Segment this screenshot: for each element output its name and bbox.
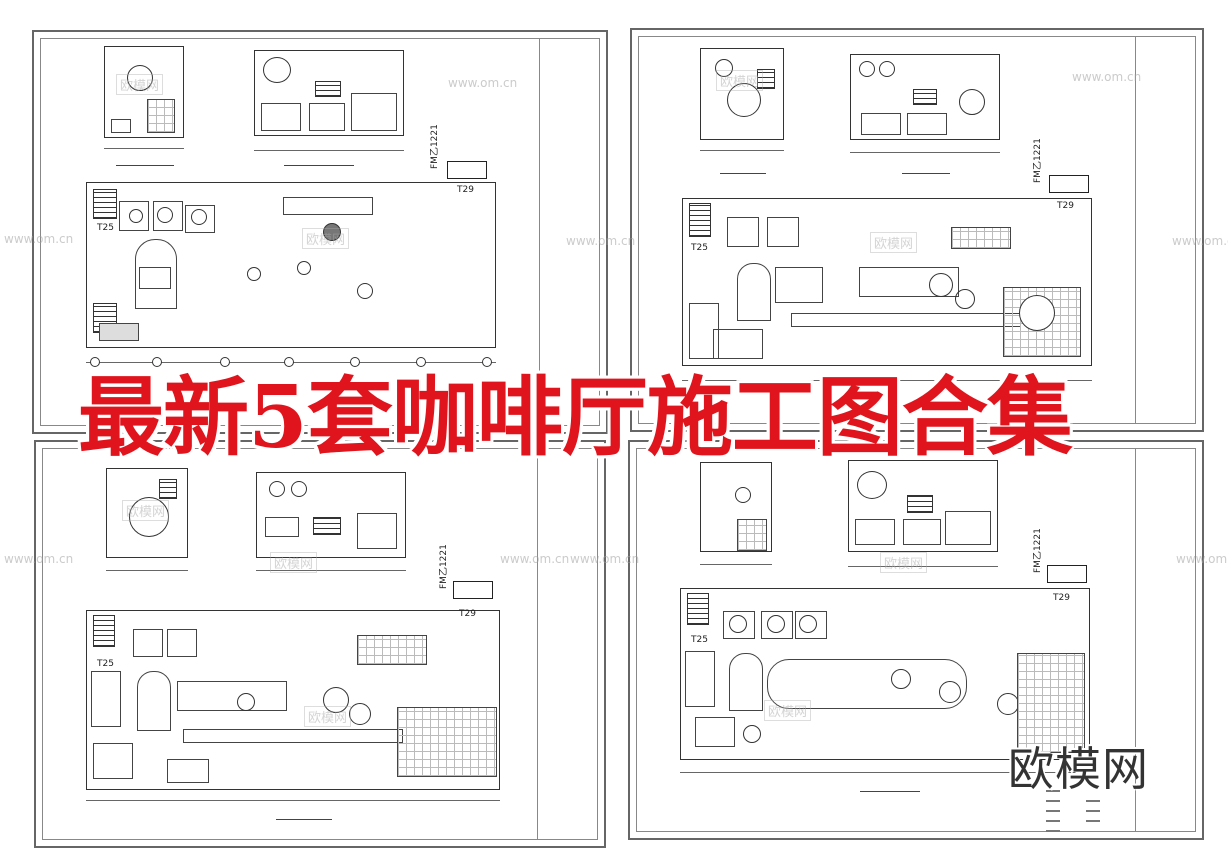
watermark-url: www.om.cn: [500, 552, 570, 566]
detail-plan: [700, 462, 772, 552]
main-floor-plan: T29 T25 FM乙1221: [86, 124, 496, 348]
watermark-url: www.om.cn: [4, 552, 74, 566]
title-strip: [537, 448, 598, 840]
drawing-sheet-4: T29 T25 FM乙1221 www.om.cn 欧模网 www.om.cn …: [570, 440, 1228, 840]
tag-box: [447, 161, 487, 179]
detail-plan: [104, 46, 184, 138]
watermark-url: www.om.cn: [1072, 70, 1142, 84]
watermark-url: www.om.cn: [4, 232, 74, 246]
stair-label: T25: [691, 243, 708, 253]
drawing-sheet-3: T29 T25 FM乙1221 欧模网 www.om.cn 欧模网 www.om…: [4, 440, 606, 848]
title-strip: [1135, 36, 1196, 424]
watermark-logo: 欧模网: [122, 500, 170, 521]
title-strip: [539, 38, 600, 426]
watermark-logo: 欧模网: [764, 700, 812, 721]
elevator-label: T29: [1053, 593, 1070, 603]
stair-label: T25: [97, 659, 114, 669]
sheet-border: [636, 448, 1196, 832]
plan-caption: [276, 814, 332, 820]
watermark-url: www.om.cn: [570, 552, 640, 566]
plan-caption: [860, 786, 920, 792]
watermark-url: www.om.cn: [448, 76, 518, 90]
plan-caption: [902, 168, 950, 174]
watermark-logo: 欧模网: [304, 706, 352, 727]
stair-label: T25: [97, 223, 114, 233]
watermark-url: www.om.cn: [566, 234, 636, 248]
watermark-url: www.om.cn: [1176, 552, 1228, 566]
detail-plan: [850, 54, 1000, 140]
drawing-code: FM乙1221: [439, 544, 449, 589]
watermark-logo: 欧模网: [716, 70, 764, 91]
watermark-url: www.om.cn: [1172, 234, 1228, 248]
plan-caption: [720, 168, 766, 174]
watermark-logo: 欧模网: [270, 552, 318, 573]
tag-box: [453, 581, 493, 599]
legend: [1046, 788, 1136, 834]
title-strip: [1135, 448, 1196, 832]
main-floor-plan: T29 T25 FM乙1221: [682, 138, 1092, 366]
elevator-label: T29: [459, 609, 476, 619]
drawing-sheet-1: T29 T25 FM乙1221 欧模网 www.om.cn www.om.cn …: [4, 30, 608, 434]
sheet-border: [40, 38, 600, 426]
tag-box: [1047, 565, 1087, 583]
drawing-sheet-2: T29 T25 FM乙1221 欧模网 www.om.cn www.om.cn …: [566, 28, 1228, 432]
watermark-logo: 欧模网: [116, 74, 164, 95]
elevator-label: T29: [1057, 201, 1074, 211]
sheet-border: [42, 448, 598, 840]
brand-watermark: 欧模网: [1008, 742, 1149, 796]
elevator-label: T29: [457, 185, 474, 195]
headline-banner: 最新5套咖啡厅施工图合集: [78, 367, 1073, 468]
detail-plan: [106, 468, 188, 558]
watermark-logo: 欧模网: [870, 232, 918, 253]
tag-box: [1049, 175, 1089, 193]
plan-caption: [284, 160, 354, 166]
stair-label: T25: [691, 635, 708, 645]
detail-plan: [256, 472, 406, 558]
detail-plan: [700, 48, 784, 140]
detail-plan: [254, 50, 404, 136]
plan-caption: [116, 160, 174, 166]
drawing-code: FM乙1221: [430, 124, 440, 169]
watermark-logo: 欧模网: [880, 552, 928, 573]
drawing-code: FM乙1221: [1033, 528, 1043, 573]
drawing-code: FM乙1221: [1033, 138, 1043, 183]
main-floor-plan: T29 T25 FM乙1221: [86, 544, 500, 790]
main-floor-plan: T29 T25 FM乙1221: [680, 528, 1090, 760]
sheet-border: [638, 36, 1196, 424]
watermark-logo: 欧模网: [302, 228, 350, 249]
detail-plan: [848, 460, 998, 552]
